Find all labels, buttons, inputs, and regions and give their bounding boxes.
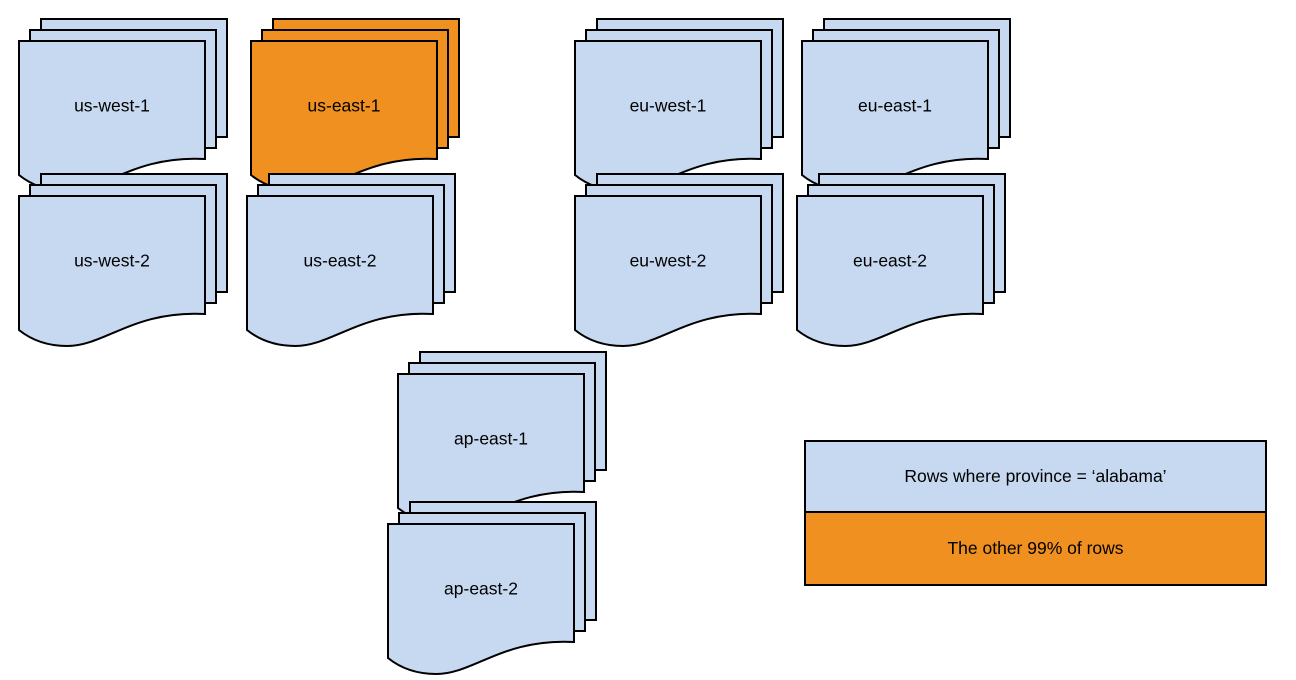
- document-sheet: [18, 40, 206, 193]
- document-stack-us-east-1[interactable]: us-east-1: [249, 17, 461, 193]
- legend-row-blue: Rows where province = ‘alabama’: [806, 442, 1265, 513]
- document-stack-label: ap-east-2: [444, 579, 518, 599]
- legend: Rows where province = ‘alabama’ The othe…: [804, 440, 1267, 586]
- document-stack-eu-west-2[interactable]: eu-west-2: [573, 172, 785, 348]
- document-stack-label: eu-east-1: [858, 96, 932, 116]
- document-stack-eu-east-2[interactable]: eu-east-2: [795, 172, 1007, 348]
- document-sheet: [246, 195, 434, 348]
- document-sheet: [574, 40, 762, 193]
- document-stack-label: us-east-1: [308, 96, 381, 116]
- document-stack-eu-west-1[interactable]: eu-west-1: [573, 17, 785, 193]
- document-stack-eu-east-1[interactable]: eu-east-1: [800, 17, 1012, 193]
- document-stack-ap-east-1[interactable]: ap-east-1: [396, 350, 608, 526]
- document-sheet: [796, 195, 984, 348]
- document-stack-label: eu-east-2: [853, 251, 927, 271]
- document-sheet: [18, 195, 206, 348]
- document-stack-ap-east-2[interactable]: ap-east-2: [386, 500, 598, 676]
- legend-label-blue: Rows where province = ‘alabama’: [904, 466, 1167, 486]
- document-stack-us-west-2[interactable]: us-west-2: [17, 172, 229, 348]
- document-stack-us-east-2[interactable]: us-east-2: [245, 172, 457, 348]
- document-stack-label: us-west-2: [74, 251, 150, 271]
- document-stack-label: eu-west-1: [630, 96, 707, 116]
- document-sheet: [387, 523, 575, 676]
- document-sheet: [801, 40, 989, 193]
- document-sheet: [250, 40, 438, 193]
- legend-row-orange: The other 99% of rows: [806, 513, 1265, 584]
- document-sheet: [574, 195, 762, 348]
- document-stack-label: ap-east-1: [454, 429, 528, 449]
- legend-label-orange: The other 99% of rows: [947, 538, 1124, 558]
- document-stack-label: us-west-1: [74, 96, 150, 116]
- document-stack-us-west-1[interactable]: us-west-1: [17, 17, 229, 193]
- document-stack-label: us-east-2: [304, 251, 377, 271]
- document-stack-label: eu-west-2: [630, 251, 707, 271]
